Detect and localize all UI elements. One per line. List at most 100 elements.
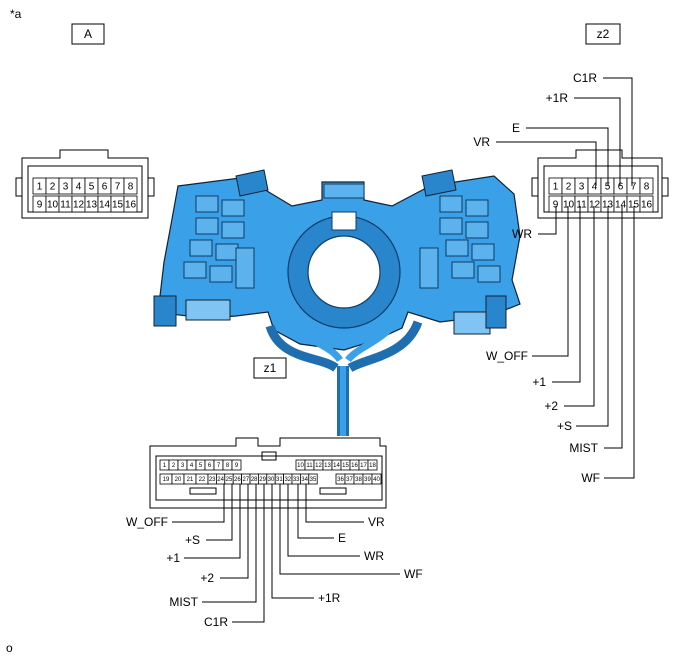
pin-number: 5 — [89, 182, 95, 193]
pin-number: 4 — [76, 182, 82, 193]
conn-z2-pin-1: 1 — [548, 177, 563, 195]
conn-z1-pin-34: 34 — [299, 473, 310, 485]
z2-label-e: E — [512, 121, 520, 135]
pin-number: 10 — [563, 200, 575, 211]
pin-number: 21 — [187, 477, 194, 483]
pin-number: 6 — [618, 182, 624, 193]
z1-label-plus1: +1 — [166, 551, 180, 565]
pin-number: 19 — [163, 477, 170, 483]
pin-number: 26 — [234, 477, 241, 483]
pin-number: 11 — [60, 200, 71, 211]
conn-z2-pin-11: 11 — [574, 195, 589, 213]
pin-number: 1 — [553, 182, 559, 193]
pin-number: 13 — [602, 200, 614, 211]
pin-number: 22 — [199, 477, 206, 483]
conn-z2-pin-3: 3 — [574, 177, 589, 195]
conn-z1-pin-10: 10 — [295, 459, 306, 471]
z2-label-vr: VR — [473, 135, 490, 149]
conn-z1-pin-9: 9 — [231, 459, 242, 471]
conn-z1-pin-33: 33 — [291, 473, 301, 485]
pin-number: 16 — [641, 200, 653, 211]
label-box-z2: z2 — [585, 23, 621, 45]
conn-z2-pin-4: 4 — [587, 177, 602, 195]
pin-number: 9 — [235, 463, 239, 469]
corner-label: *a — [10, 7, 22, 21]
pin-number: 8 — [226, 463, 230, 469]
conn-a-pin-16: 16 — [123, 195, 138, 213]
pin-number: 40 — [373, 477, 380, 483]
conn-z1-pin-7: 7 — [213, 459, 224, 471]
pin-number: 1 — [37, 182, 43, 193]
conn-a-pin-12: 12 — [71, 195, 86, 213]
pin-number: 2 — [566, 182, 572, 193]
conn-z1-pin-17: 17 — [358, 459, 369, 471]
conn-a-pin-11: 11 — [58, 195, 73, 213]
pin-number: 10 — [47, 200, 59, 211]
switch-body — [153, 169, 521, 436]
conn-z1-pin-24: 24 — [215, 473, 226, 485]
conn-a-pin-7: 7 — [110, 177, 125, 195]
z2-label-wf: WF — [581, 471, 600, 485]
conn-z1-pin-28: 28 — [249, 473, 259, 485]
conn-z1-pin-8: 8 — [222, 459, 233, 471]
z2-label-1r: +1R — [546, 91, 569, 105]
conn-z1-pin-20: 20 — [171, 473, 185, 485]
pin-number: 23 — [209, 477, 216, 483]
pin-number: 35 — [310, 477, 317, 483]
conn-z1-pin-15: 15 — [340, 459, 351, 471]
conn-z1-pin-11: 11 — [304, 459, 315, 471]
conn-z1-pin-19: 19 — [159, 473, 173, 485]
z2-label-c1r: C1R — [573, 71, 597, 85]
z1-leaders — [172, 484, 400, 623]
pin-number: 36 — [337, 477, 344, 483]
conn-z1-pin-12: 12 — [313, 459, 324, 471]
pin-number: 17 — [360, 463, 367, 469]
conn-z1-pin-6: 6 — [204, 459, 215, 471]
label-z1: z1 — [264, 361, 277, 375]
pin-number: 27 — [242, 477, 249, 483]
z1-pin-labels: W_OFF +S +1 +2 MIST C1R VR E WR WF +1R — [126, 515, 423, 629]
conn-a-pin-10: 10 — [45, 195, 60, 213]
conn-z1-pin-31: 31 — [274, 473, 285, 485]
pin-number: 12 — [315, 463, 322, 469]
pin-number: 38 — [355, 477, 362, 483]
pin-number: 16 — [125, 200, 137, 211]
pin-number: 15 — [628, 200, 640, 211]
pin-number: 8 — [644, 182, 650, 193]
label-a: A — [84, 27, 92, 41]
z1-label-w-off: W_OFF — [126, 515, 168, 529]
pin-number: 5 — [199, 463, 203, 469]
conn-a-pin-6: 6 — [97, 177, 112, 195]
conn-a-pin-2: 2 — [45, 177, 60, 195]
z1-label-wf: WF — [404, 567, 423, 581]
conn-z1-pin-25: 25 — [224, 473, 234, 485]
pin-number: 16 — [351, 463, 358, 469]
pin-number: 11 — [306, 463, 313, 469]
conn-a-pin-15: 15 — [110, 195, 125, 213]
conn-z2-pin-2: 2 — [561, 177, 576, 195]
conn-a-pin-14: 14 — [97, 195, 112, 213]
pin-number: 6 — [102, 182, 108, 193]
pin-number: 13 — [324, 463, 331, 469]
label-box-a: A — [71, 23, 105, 45]
pin-number: 3 — [63, 182, 69, 193]
label-box-z1: z1 — [253, 357, 287, 379]
z2-pin-labels: C1R +1R E VR WR W_OFF +1 +2 +S MIST WF — [473, 71, 600, 485]
conn-z1-pin-16: 16 — [349, 459, 360, 471]
conn-z1-pin-36: 36 — [335, 473, 346, 485]
pin-number: 15 — [112, 200, 124, 211]
conn-z1-pin-14: 14 — [331, 459, 342, 471]
pin-number: 30 — [268, 477, 275, 483]
pin-number: 28 — [251, 477, 258, 483]
footer-label: o — [6, 641, 13, 655]
z1-label-1r: +1R — [318, 591, 341, 605]
z1-label-plus2: +2 — [200, 571, 214, 585]
conn-z1-pin-29: 29 — [257, 473, 268, 485]
conn-z1-pin-35: 35 — [308, 473, 318, 485]
conn-z2-pin-8: 8 — [639, 177, 654, 195]
conn-a-pin-9: 9 — [32, 195, 47, 213]
conn-z2-pin-14: 14 — [613, 195, 628, 213]
pin-number: 9 — [553, 200, 559, 211]
